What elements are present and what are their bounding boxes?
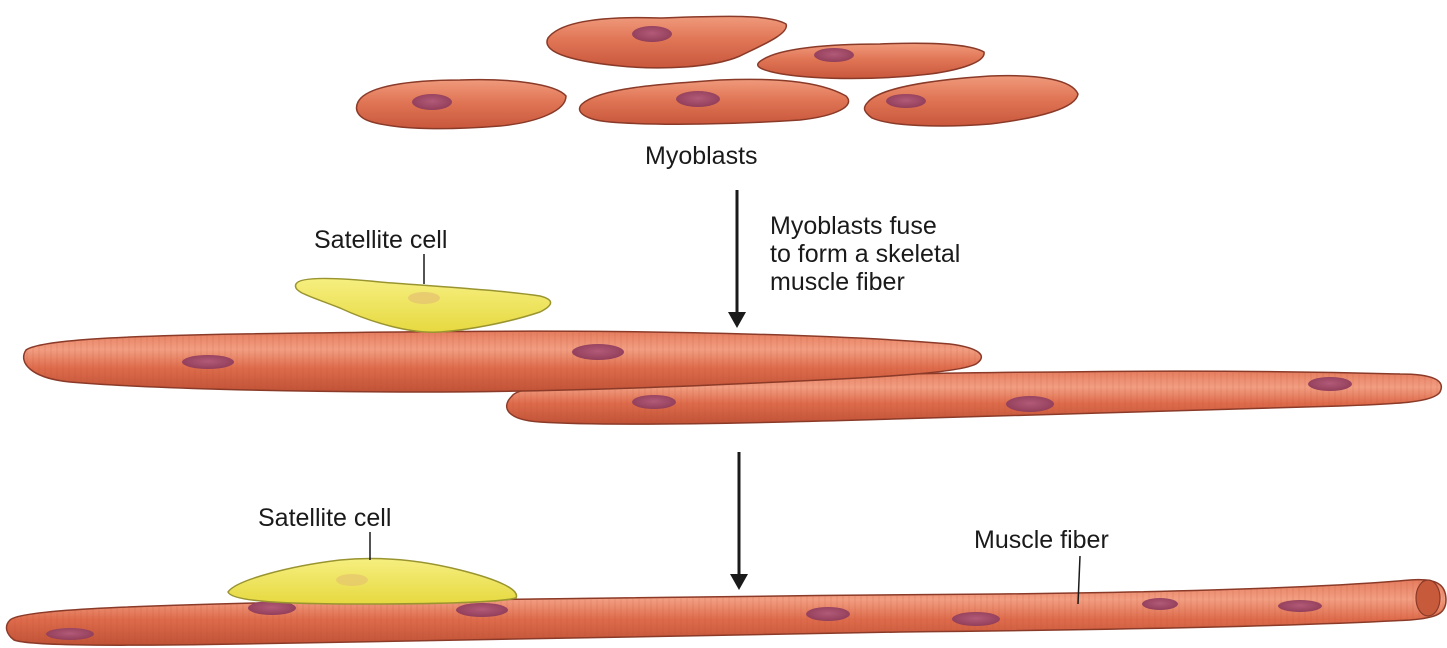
satellite-cell-bottom bbox=[228, 558, 517, 604]
myoblast-cell bbox=[357, 80, 566, 129]
myoblast-nucleus bbox=[676, 91, 720, 107]
satellite-nucleus bbox=[408, 292, 440, 304]
fusing-fibers bbox=[24, 279, 1442, 425]
fuse-caption-line-2: to form a skeletal bbox=[770, 240, 960, 268]
muscle-fiber-final bbox=[7, 558, 1446, 645]
arrow-down-1 bbox=[728, 190, 746, 328]
fuse-caption-line-1: Myoblasts fuse bbox=[770, 212, 960, 240]
fiber-end-cap bbox=[1416, 580, 1440, 616]
fiber-nucleus bbox=[46, 628, 94, 640]
fiber-nucleus bbox=[1278, 600, 1322, 612]
fiber-nucleus bbox=[806, 607, 850, 621]
myoblast-nucleus bbox=[412, 94, 452, 110]
fiber-nucleus bbox=[456, 603, 508, 617]
label-fuse-caption: Myoblasts fuse to form a skeletal muscle… bbox=[770, 212, 960, 296]
fiber-nucleus bbox=[182, 355, 234, 369]
myoblast-nucleus bbox=[886, 94, 926, 108]
label-satellite-cell-bottom: Satellite cell bbox=[258, 504, 391, 532]
label-satellite-cell-top: Satellite cell bbox=[314, 226, 447, 254]
label-myoblasts: Myoblasts bbox=[645, 142, 758, 170]
myoblast-cell bbox=[547, 16, 786, 68]
myoblast-nucleus bbox=[814, 48, 854, 62]
fiber-nucleus bbox=[572, 344, 624, 360]
fiber-nucleus bbox=[1308, 377, 1352, 391]
fuse-caption-line-3: muscle fiber bbox=[770, 268, 960, 296]
fiber-nucleus bbox=[632, 395, 676, 409]
fiber-nucleus bbox=[1142, 598, 1178, 610]
myoblast-nucleus bbox=[632, 26, 672, 42]
myoblast-cluster bbox=[357, 16, 1078, 128]
fiber-nucleus bbox=[1006, 396, 1054, 412]
fiber-nucleus bbox=[952, 612, 1000, 626]
satellite-cell-top bbox=[295, 279, 550, 333]
satellite-nucleus bbox=[336, 574, 368, 586]
myoblast-cell bbox=[758, 43, 984, 78]
arrow-down-2 bbox=[730, 452, 748, 590]
label-muscle-fiber: Muscle fiber bbox=[974, 526, 1109, 554]
